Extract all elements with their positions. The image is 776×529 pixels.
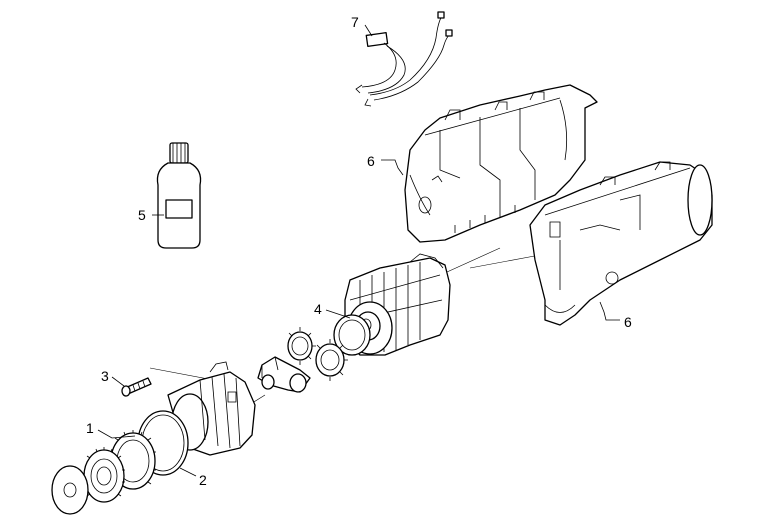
- callout-2: 2: [199, 472, 207, 488]
- leader-lines: [97, 24, 620, 477]
- wiring-harness: [355, 11, 453, 107]
- gear-pair: [287, 327, 348, 381]
- motor: [333, 253, 451, 356]
- oil-bottle: [156, 142, 202, 249]
- gear-cover-assembly: [51, 430, 156, 515]
- pump-housing: [167, 361, 256, 456]
- callout-labels: 1 2 3 4 5 6 6 7: [86, 14, 632, 488]
- callout-6-upper: 6: [367, 153, 375, 169]
- housing-half-lower: [529, 161, 713, 326]
- callout-6-lower: 6: [624, 314, 632, 330]
- pump-shaft: [257, 356, 311, 393]
- housing-half-upper: [404, 84, 598, 243]
- callout-4: 4: [314, 301, 322, 317]
- callout-5: 5: [138, 207, 146, 223]
- callout-7: 7: [351, 14, 359, 30]
- callout-1: 1: [86, 420, 94, 436]
- screw: [121, 377, 152, 397]
- callout-3: 3: [101, 368, 109, 384]
